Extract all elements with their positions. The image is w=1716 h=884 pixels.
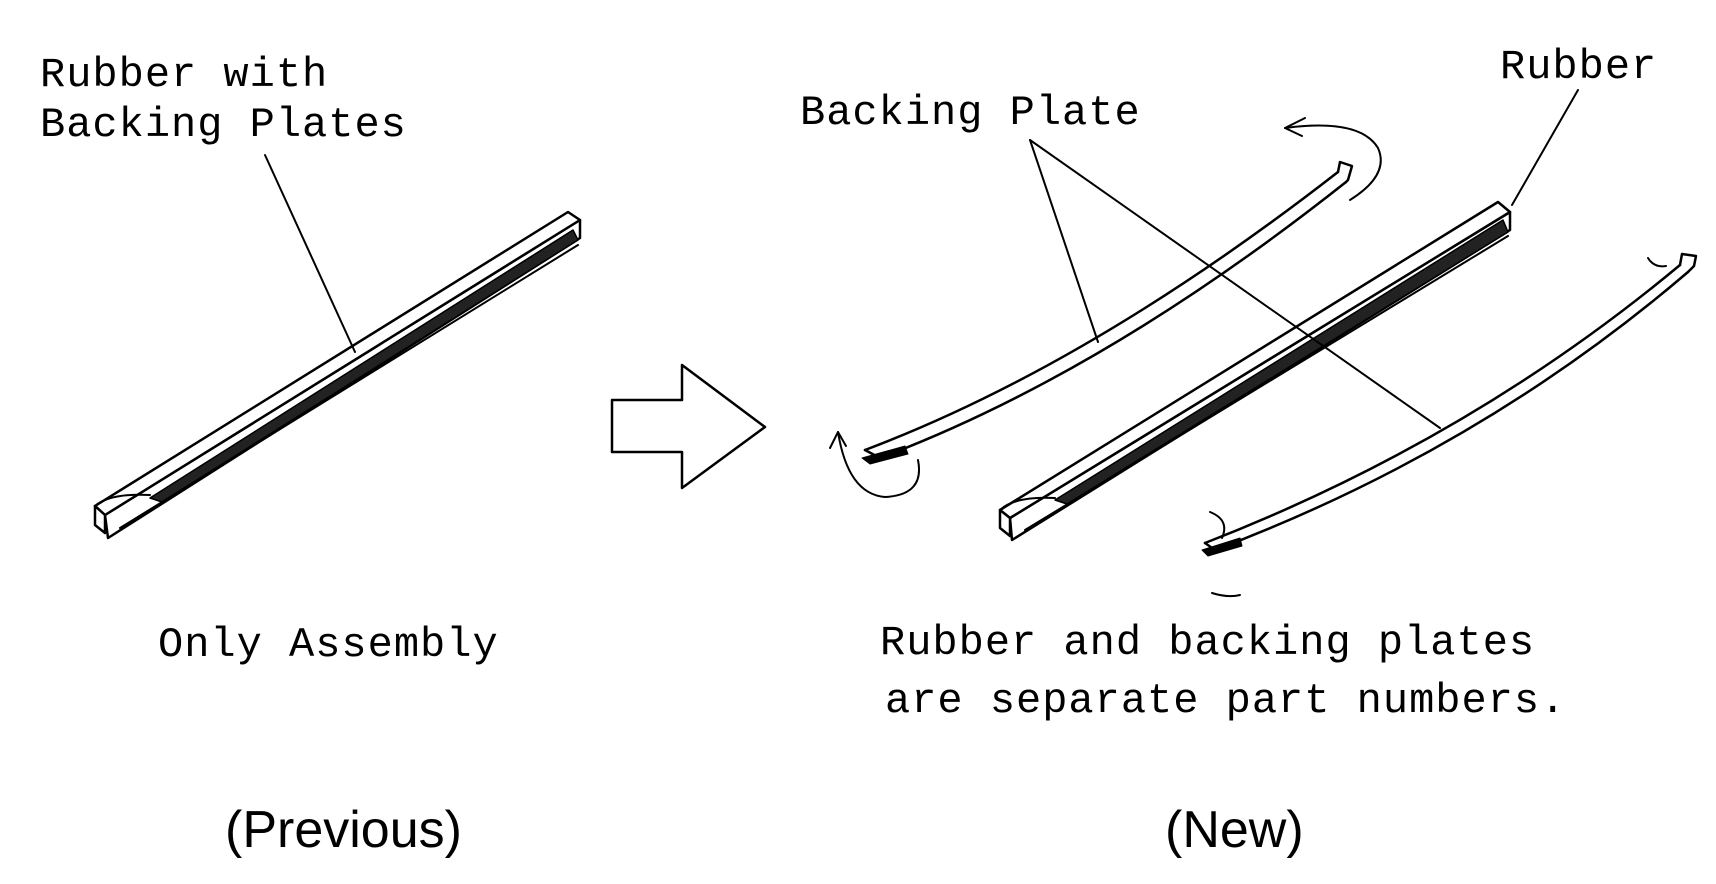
previous-part-label-line1: Rubber with xyxy=(40,51,329,99)
previous-part-label-line2: Backing Plates xyxy=(40,101,407,149)
motion-arrow-right-icon xyxy=(1647,257,1667,268)
previous-assembly-strip xyxy=(93,210,582,540)
transition-arrow-icon xyxy=(610,363,767,490)
new-caption: (New) xyxy=(1165,801,1304,859)
new-rubber-strip xyxy=(998,200,1512,542)
backing-plate-lower xyxy=(1201,252,1698,557)
new-description-line2: are separate part numbers. xyxy=(885,677,1567,725)
previous-caption: (Previous) xyxy=(225,801,462,859)
previous-leader-line xyxy=(264,154,356,353)
rubber-leader-line xyxy=(1511,89,1579,206)
motion-arrow-top-icon xyxy=(1284,124,1382,201)
backing-plate-leader-line-2 xyxy=(1029,139,1441,429)
backing-plate-label: Backing Plate xyxy=(800,89,1141,137)
backing-plate-upper xyxy=(861,160,1354,465)
motion-arrow-bottom-icon xyxy=(1209,511,1226,539)
backing-plate-leader-line-1 xyxy=(1029,139,1099,343)
new-description-line1: Rubber and backing plates xyxy=(880,619,1536,667)
rubber-label: Rubber xyxy=(1500,43,1658,91)
previous-description: Only Assembly xyxy=(158,621,499,669)
motion-arrow-left-icon xyxy=(837,431,920,498)
